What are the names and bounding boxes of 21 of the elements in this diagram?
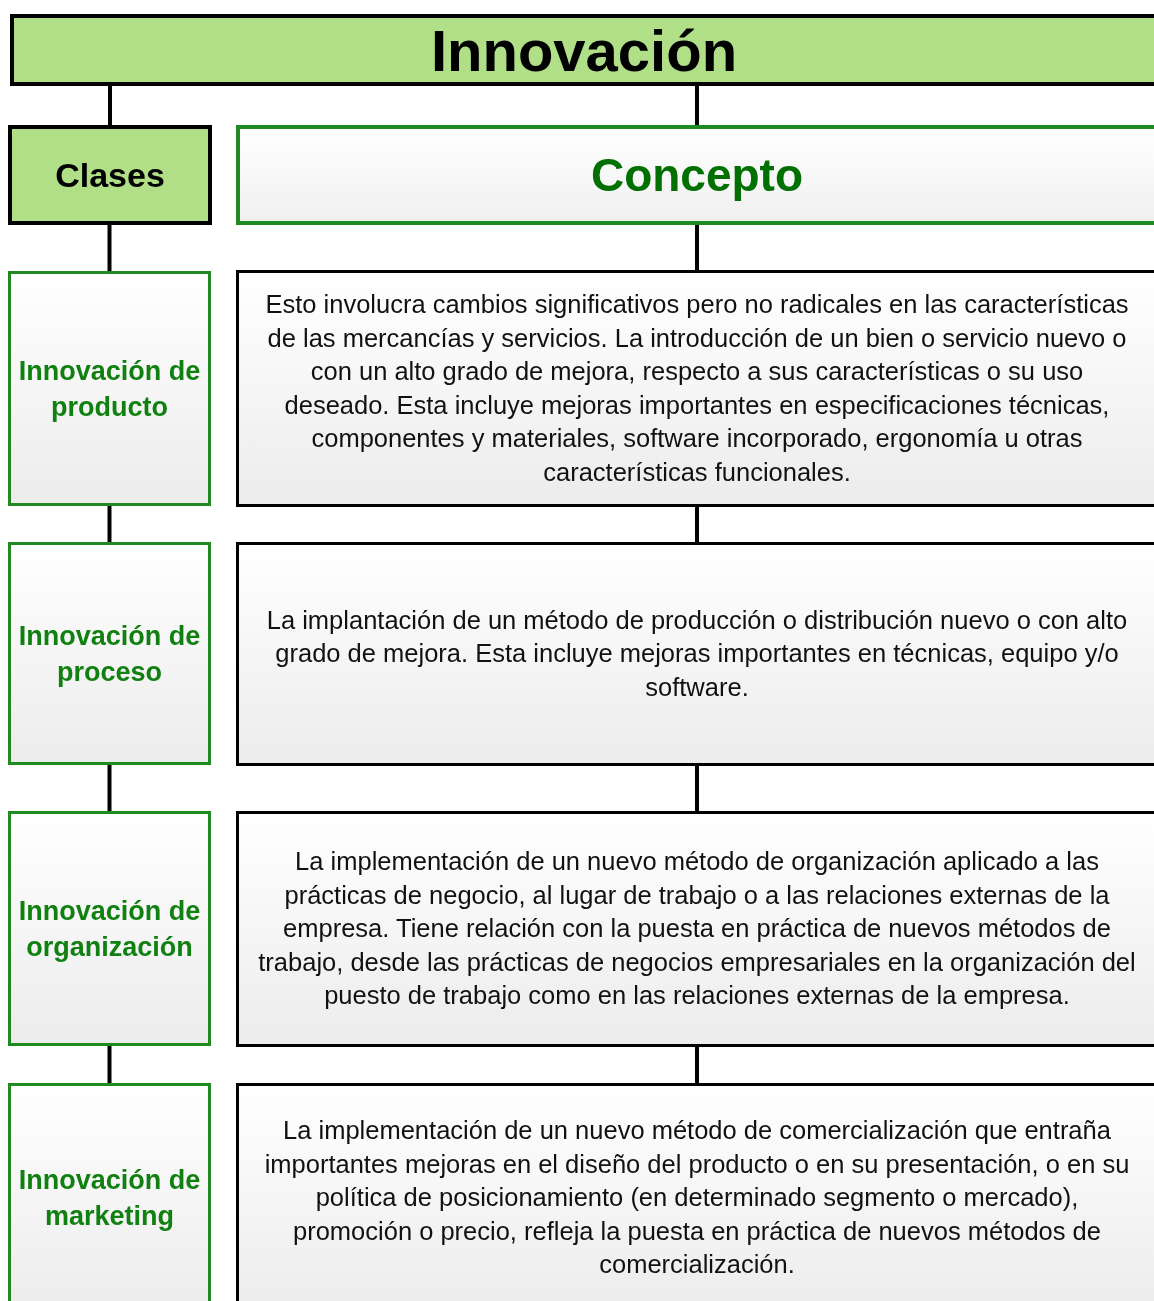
description-box: La implantación de un método de producción o distribución nuevo o con alto grado de mejora. Esta incluye mejoras importantes en técnicas, equipo y/o software.	[236, 542, 1154, 766]
connector-line	[695, 86, 699, 125]
connector-line	[107, 765, 112, 811]
class-box: Innovación de proceso	[8, 542, 211, 765]
connector-line	[107, 225, 112, 271]
connector-line	[107, 506, 112, 542]
connector-line	[695, 225, 699, 270]
class-box: Innovación de organización	[8, 811, 211, 1046]
description-box: La implementación de un nuevo método de organización aplicado a las prácticas de negocio, al lugar de trabajo o a las relaciones externas de la empresa. Tiene relación con la puesta en práctica de nuevos métodos de trabajo, desde las prácticas de negocios empresariales en la organización del puesto de trabajo como en las relaciones externas de la empresa.	[236, 811, 1154, 1047]
connector-line	[695, 1047, 699, 1083]
class-box: Innovación de marketing	[8, 1083, 211, 1301]
connector-line	[695, 766, 699, 811]
header-box: Innovación	[10, 14, 1154, 86]
header-box: Clases	[8, 125, 212, 225]
class-box: Innovación de producto	[8, 271, 211, 506]
connector-line	[695, 507, 699, 542]
header-box: Concepto	[236, 125, 1154, 225]
connector-line	[108, 86, 112, 125]
description-box: La implementación de un nuevo método de comercialización que entraña importantes mejoras en el diseño del producto o en su presentación, o en su política de posicionamiento (en determinado segmento o mercado), promoción o precio, refleja la puesta en práctica de nuevos métodos de comercialización.	[236, 1083, 1154, 1301]
description-box: Esto involucra cambios significativos pero no radicales en las características de las mercancías y servicios. La introducción de un bien o servicio nuevo o con un alto grado de mejora, respecto a sus características o su uso deseado. Esta incluye mejoras importantes en especificaciones técnicas, componentes y materiales, software incorporado, ergonomía u otras características funcionales.	[236, 270, 1154, 507]
connector-line	[107, 1046, 112, 1083]
